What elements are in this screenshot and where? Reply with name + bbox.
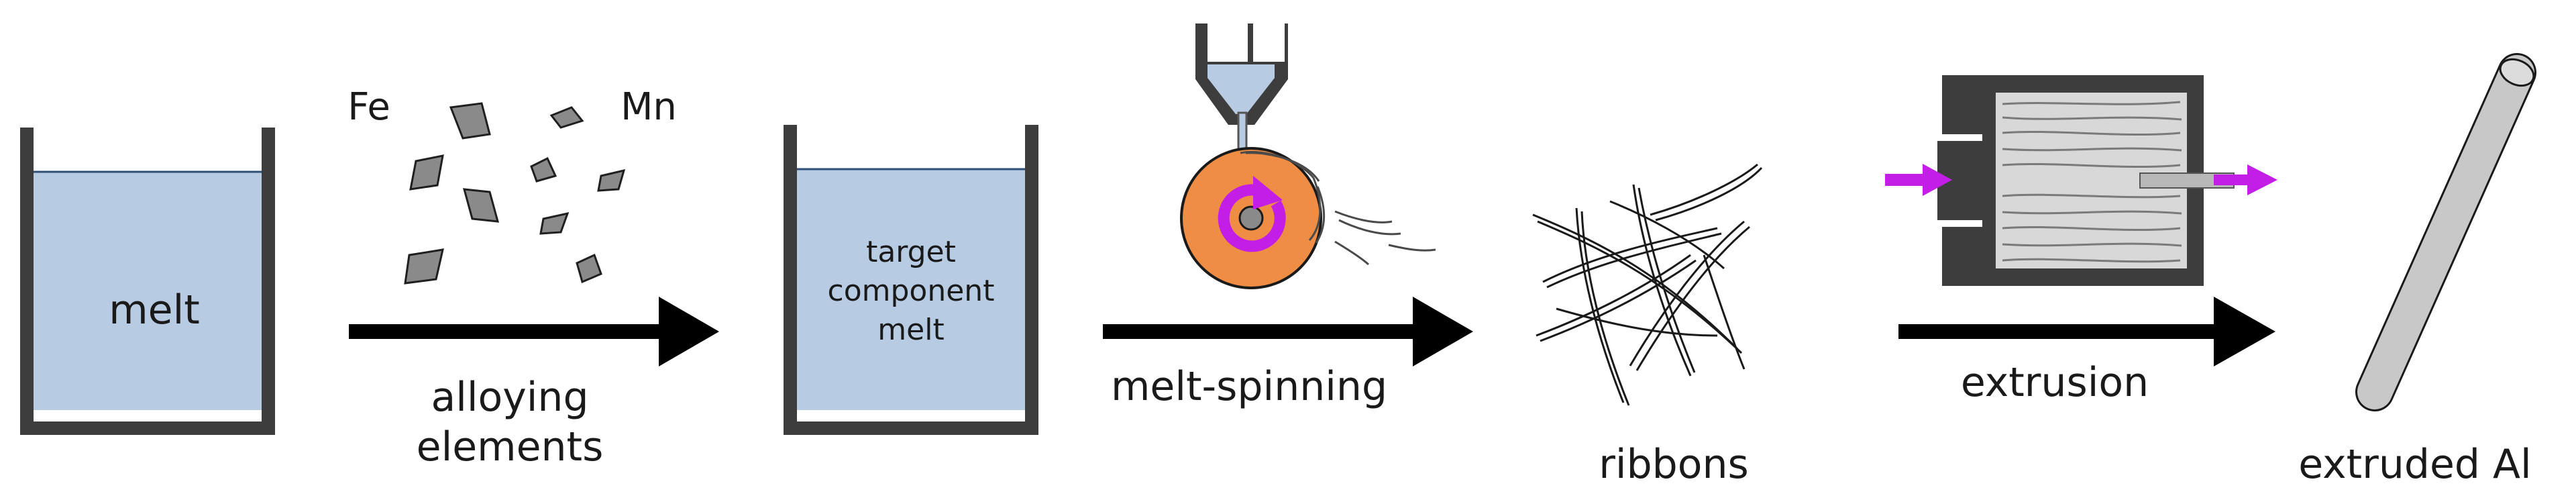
spinning-label: melt-spinning: [1111, 363, 1387, 410]
mn-flake-icon: [576, 253, 602, 284]
spinning-wheel-icon: [1180, 147, 1322, 289]
ribbons-icon: [1532, 163, 1763, 406]
fe-flake-icon: [404, 248, 444, 285]
exit-arrow-icon: [2214, 164, 2277, 195]
mn-flake-icon: [530, 156, 557, 183]
target-label-line3: melt: [877, 313, 944, 347]
nozzle-icon: [1195, 23, 1288, 153]
product-label: extruded Al: [2298, 441, 2531, 488]
melt-label: melt: [109, 287, 200, 334]
mn-flake-icon: [597, 168, 626, 192]
target-label-line2: component: [828, 274, 995, 308]
melt-crucible-icon: [20, 128, 275, 435]
mn-flake-icon: [539, 211, 570, 235]
mn-flake-icon: [549, 106, 584, 129]
alloying-flakes: [404, 102, 626, 285]
rotation-arrow-icon: [1218, 176, 1286, 252]
process-arrow-1: [349, 297, 719, 366]
target-crucible-icon: [784, 125, 1038, 435]
extrusion-label: extrusion: [1961, 359, 2149, 406]
process-arrow-2: [1103, 297, 1473, 366]
alloying-label-line2: elements: [417, 424, 604, 470]
extruded-rod-icon: [2355, 53, 2536, 411]
process-arrow-3: [1898, 297, 2275, 366]
target-label-line1: target: [866, 235, 956, 269]
fe-flake-icon: [462, 188, 500, 223]
ribbons-label: ribbons: [1599, 441, 1749, 488]
fe-label: Fe: [347, 85, 390, 129]
fe-flake-icon: [409, 154, 444, 191]
extrusion-press-icon: [1937, 75, 2235, 286]
ribbon-stream-icon: [1240, 150, 1436, 266]
fe-flake-icon: [449, 102, 491, 140]
ram-arrow-icon: [1885, 164, 1952, 196]
compacted-ribbons-texture: [2002, 101, 2182, 263]
alloying-label-line1: alloying: [431, 374, 588, 421]
mn-label: Mn: [621, 85, 677, 129]
